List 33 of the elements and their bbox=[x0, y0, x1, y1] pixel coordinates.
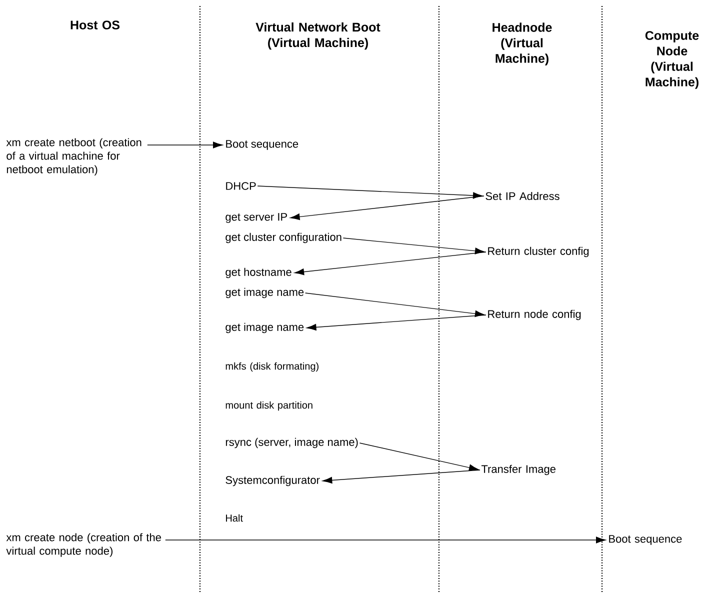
arrow bbox=[290, 196, 484, 220]
lane-heading: Virtual Network Boot (Virtual Machine) bbox=[256, 22, 380, 50]
arrow bbox=[306, 314, 486, 330]
step-text: Return cluster config bbox=[488, 246, 589, 258]
step-text: xm create node (creation of the virtual compute node) bbox=[6, 533, 161, 557]
arrow bbox=[147, 142, 223, 148]
step-text: rsync (server, image name) bbox=[226, 438, 358, 448]
step-text: xm create netboot (creation of a virtual machine for netboot emulation) bbox=[6, 138, 142, 176]
arrow bbox=[294, 252, 486, 276]
arrow bbox=[342, 238, 485, 254]
step-text: get image name bbox=[226, 322, 304, 334]
step-text: Transfer Image bbox=[481, 464, 556, 476]
step-text: Return node config bbox=[488, 310, 581, 320]
step-text: Set IP Address bbox=[486, 192, 560, 200]
step-text: mount disk partition bbox=[226, 401, 312, 411]
step-text: mkfs (disk formating) bbox=[226, 362, 318, 372]
arrow bbox=[257, 186, 483, 199]
step-text: Boot sequence bbox=[226, 140, 298, 150]
lane-heading: Compute Node (Virtual Machine) bbox=[645, 31, 699, 89]
step-text: Halt bbox=[226, 514, 243, 522]
step-text: DHCP bbox=[226, 182, 256, 190]
step-text: get image name bbox=[226, 288, 304, 298]
step-text: get server IP bbox=[226, 213, 287, 223]
step-text: Systemconfigurator bbox=[226, 476, 320, 486]
arrow bbox=[304, 292, 485, 317]
step-text: get hostname bbox=[226, 268, 292, 278]
step-text: get cluster configuration bbox=[226, 232, 342, 244]
arrow bbox=[322, 470, 480, 484]
arrow bbox=[165, 536, 606, 544]
lane-heading: Host OS bbox=[70, 20, 120, 30]
lane-heading: Headnode (Virtual Machine) bbox=[492, 22, 552, 66]
arrow bbox=[359, 442, 479, 471]
step-text: Boot sequence bbox=[609, 535, 682, 545]
